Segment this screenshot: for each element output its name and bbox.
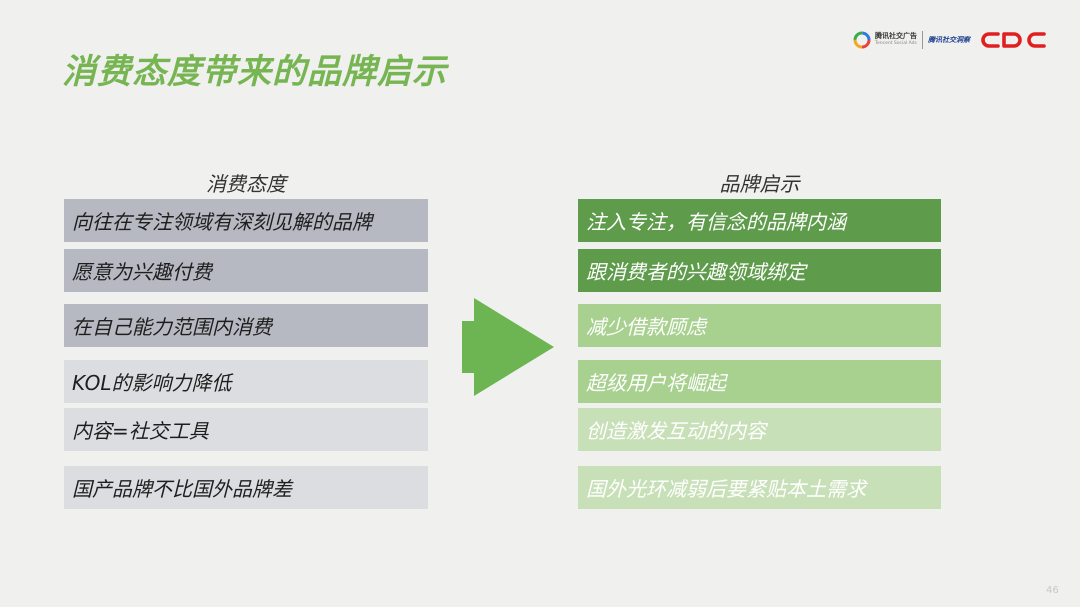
insight-item: 跟消费者的兴趣领域绑定 (578, 249, 941, 292)
insight-item-text: 跟消费者的兴趣领域绑定 (586, 260, 806, 284)
page-number: 46 (1046, 585, 1059, 596)
insight-item-text: 减少借款顾虑 (586, 315, 706, 339)
attitude-item-text: KOL的影响力降低 (72, 371, 232, 395)
insight-item-text: 创造激发互动的内容 (586, 419, 766, 443)
attitude-item-text: 向往在专注领域有深刻见解的品牌 (72, 210, 372, 234)
attitude-item: 在自己能力范围内消费 (64, 304, 428, 347)
insight-item: 国外光环减弱后要紧贴本土需求 (578, 466, 941, 509)
tencent-insight-logo: 腾讯社交洞察 (928, 36, 970, 44)
attitude-item-text: 在自己能力范围内消费 (72, 315, 272, 339)
attitude-item-text: 内容=社交工具 (72, 419, 209, 443)
insight-item-text: 注入专注，有信念的品牌内涵 (586, 210, 846, 234)
insight-item: 超级用户将崛起 (578, 360, 941, 403)
logo-bar: 腾讯社交广告 Tencent Social Ads 腾讯社交洞察 (852, 26, 1048, 54)
tencent-ads-logo-cn: 腾讯社交广告 (875, 32, 917, 41)
right-arrow-icon (462, 298, 554, 396)
attitude-item: 愿意为兴趣付费 (64, 249, 428, 292)
tencent-ads-logo: 腾讯社交广告 Tencent Social Ads (852, 30, 917, 50)
right-column-header: 品牌启示 (719, 172, 800, 196)
attitude-item: 内容=社交工具 (64, 408, 428, 451)
left-column-header: 消费态度 (206, 172, 286, 196)
tencent-ads-logo-en: Tencent Social Ads (875, 41, 917, 47)
attitude-item-text: 国产品牌不比国外品牌差 (72, 477, 292, 501)
insight-item-text: 超级用户将崛起 (586, 371, 726, 395)
cdc-logo-icon (981, 32, 1046, 48)
insight-item-text: 国外光环减弱后要紧贴本土需求 (586, 477, 866, 501)
insight-item: 减少借款顾虑 (578, 304, 941, 347)
insight-item: 注入专注，有信念的品牌内涵 (578, 199, 941, 242)
attitude-item: KOL的影响力降低 (64, 360, 428, 403)
attitude-item: 国产品牌不比国外品牌差 (64, 466, 428, 509)
logo-divider (922, 31, 923, 49)
attitude-item-text: 愿意为兴趣付费 (72, 260, 212, 284)
slide-title: 消费态度带来的品牌启示 (62, 52, 447, 92)
tencent-ads-logo-icon (853, 31, 871, 49)
attitude-item: 向往在专注领域有深刻见解的品牌 (64, 199, 428, 242)
insight-item: 创造激发互动的内容 (578, 408, 941, 451)
